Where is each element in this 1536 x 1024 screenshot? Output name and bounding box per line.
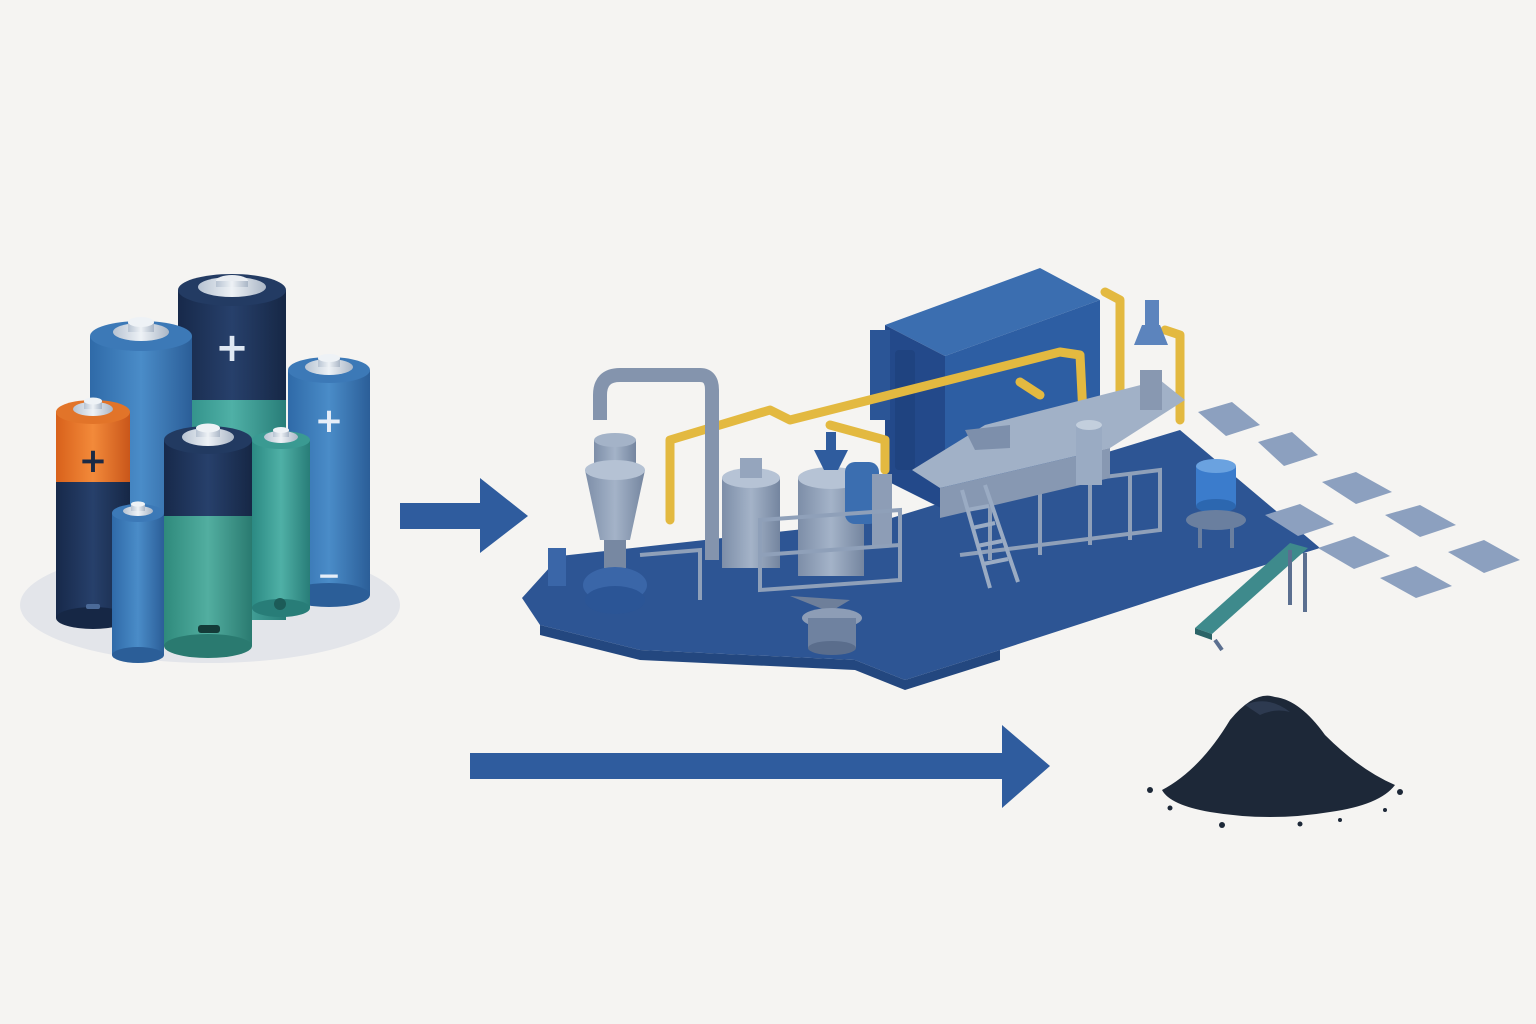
long-right-arrow-icon: [470, 725, 1050, 808]
output-tiles: [1198, 402, 1520, 598]
battery-blue-small-front: [112, 501, 164, 663]
black-mass-powder-icon: [1147, 695, 1403, 828]
rotary-kiln: [912, 300, 1185, 518]
battery-teal-small: [252, 427, 310, 617]
yellow-pipework: [665, 287, 1185, 525]
plant-base-platform: [522, 430, 1320, 680]
battery-navy-green-front: [164, 423, 252, 658]
battery-cluster-icon: + + −: [20, 274, 400, 663]
recycling-plant-icon: [522, 268, 1520, 690]
cyclone-separator: [548, 368, 719, 614]
battery-plus-sign: +: [315, 401, 344, 441]
access-stairs: [960, 484, 1020, 589]
battery-minus-sign: −: [317, 559, 340, 592]
collection-drum: [1186, 459, 1246, 548]
battery-plus-sign: +: [79, 441, 108, 481]
outlet-hopper: [790, 596, 862, 655]
battery-plus-sign: +: [215, 325, 249, 371]
process-tanks: [722, 432, 892, 576]
conveyor-belt: [1195, 543, 1308, 652]
right-arrow-icon: [400, 478, 528, 553]
